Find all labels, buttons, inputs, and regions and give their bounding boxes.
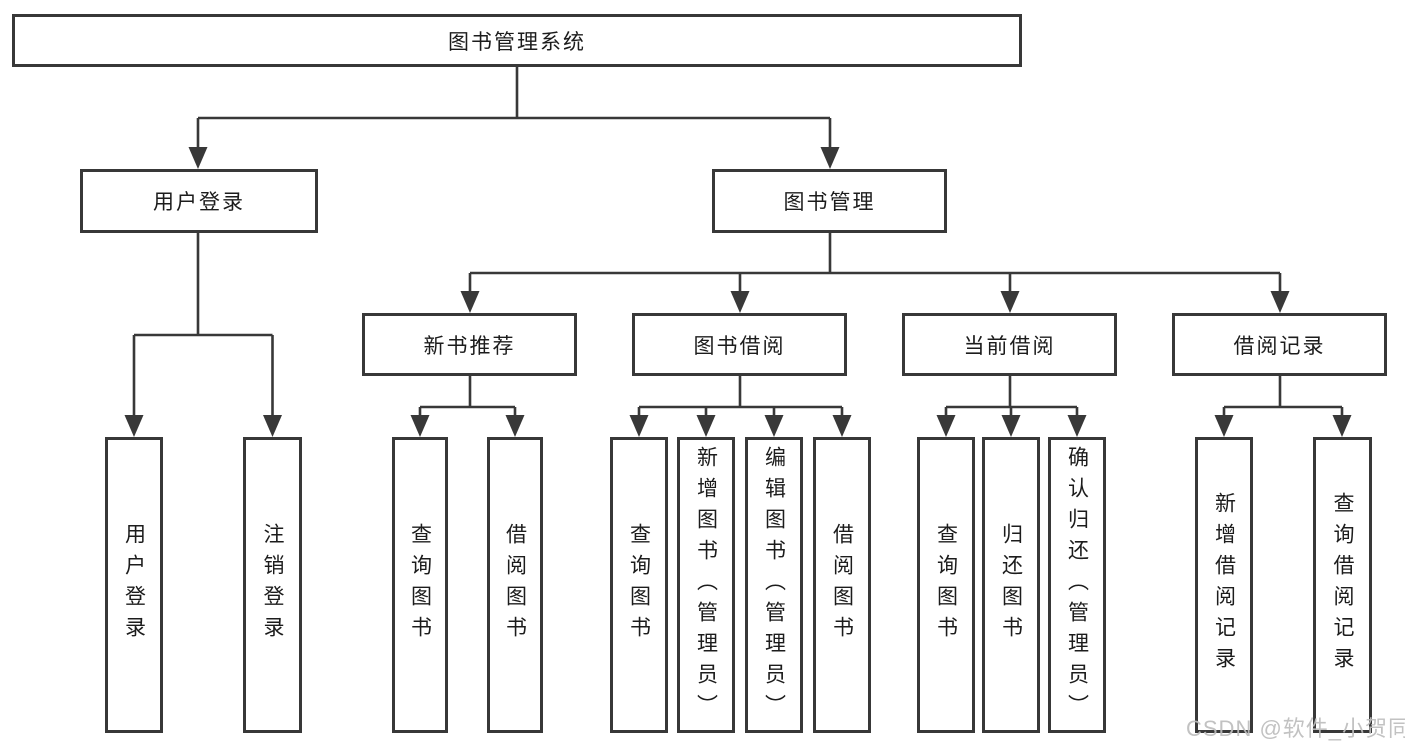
node-label: 查询图书: [934, 523, 958, 647]
leaf-return-books: 归还图书: [982, 437, 1040, 733]
node-root-system: 图书管理系统: [12, 14, 1022, 67]
edge-records-to-leaves: [1222, 376, 1344, 418]
csdn-watermark: CSDN @软件_小贺同学: [1186, 716, 1405, 741]
edge-bookborrow-to-leaves: [637, 376, 844, 418]
node-label: 新增借阅记录: [1212, 492, 1236, 678]
node-label: 查询图书: [627, 523, 651, 647]
arrowheads: [124, 147, 1352, 437]
leaf-borrow-query-books: 查询图书: [610, 437, 668, 733]
node-borrowing-records: 借阅记录: [1172, 313, 1387, 376]
node-label: 用户登录: [122, 523, 146, 647]
node-label: 借阅图书: [830, 523, 854, 647]
leaf-add-borrow-record: 新增借阅记录: [1195, 437, 1253, 733]
leaf-edit-books-admin: 编辑图书（管理员）: [745, 437, 803, 733]
leaf-user-login: 用户登录: [105, 437, 163, 733]
edge-userlogin-to-leaves: [132, 233, 274, 418]
node-label: 注销登录: [261, 523, 284, 647]
node-label: 确认归还（管理员）: [1065, 445, 1089, 725]
node-user-login: 用户登录: [80, 169, 318, 233]
node-book-management: 图书管理: [712, 169, 947, 233]
node-label: 归还图书: [999, 523, 1023, 647]
node-label: 借阅图书: [503, 523, 527, 647]
leaf-newbook-query-books: 查询图书: [392, 437, 448, 733]
node-label: 查询图书: [408, 523, 432, 647]
node-label: 查询借阅记录: [1331, 492, 1354, 678]
edge-currentborrow-to-leaves: [944, 376, 1079, 418]
leaf-logout: 注销登录: [243, 437, 302, 733]
leaf-current-query-books: 查询图书: [917, 437, 975, 733]
node-current-borrowing: 当前借阅: [902, 313, 1117, 376]
edge-root-to-level2: [196, 67, 832, 150]
node-label: 编辑图书（管理员）: [762, 445, 786, 725]
leaf-confirm-return-admin: 确认归还（管理员）: [1048, 437, 1106, 733]
node-label: 当前借阅: [963, 334, 1056, 358]
edge-newbook-to-leaves: [418, 376, 517, 418]
node-label: 图书借阅: [693, 334, 786, 358]
leaf-add-books-admin: 新增图书（管理员）: [677, 437, 735, 733]
edge-bookmgmt-to-level3: [468, 233, 1282, 294]
node-label: 借阅记录: [1233, 334, 1326, 358]
node-new-book-recommend: 新书推荐: [362, 313, 577, 376]
leaf-query-borrow-record: 查询借阅记录: [1313, 437, 1372, 733]
leaf-borrow-books: 借阅图书: [813, 437, 871, 733]
leaf-newbook-borrow-books: 借阅图书: [487, 437, 543, 733]
node-label: 图书管理系统: [448, 30, 586, 54]
node-book-borrowing: 图书借阅: [632, 313, 847, 376]
node-label: 用户登录: [153, 191, 245, 214]
node-label: 新增图书（管理员）: [694, 445, 718, 725]
node-label: 新书推荐: [423, 334, 516, 358]
node-label: 图书管理: [783, 191, 876, 214]
